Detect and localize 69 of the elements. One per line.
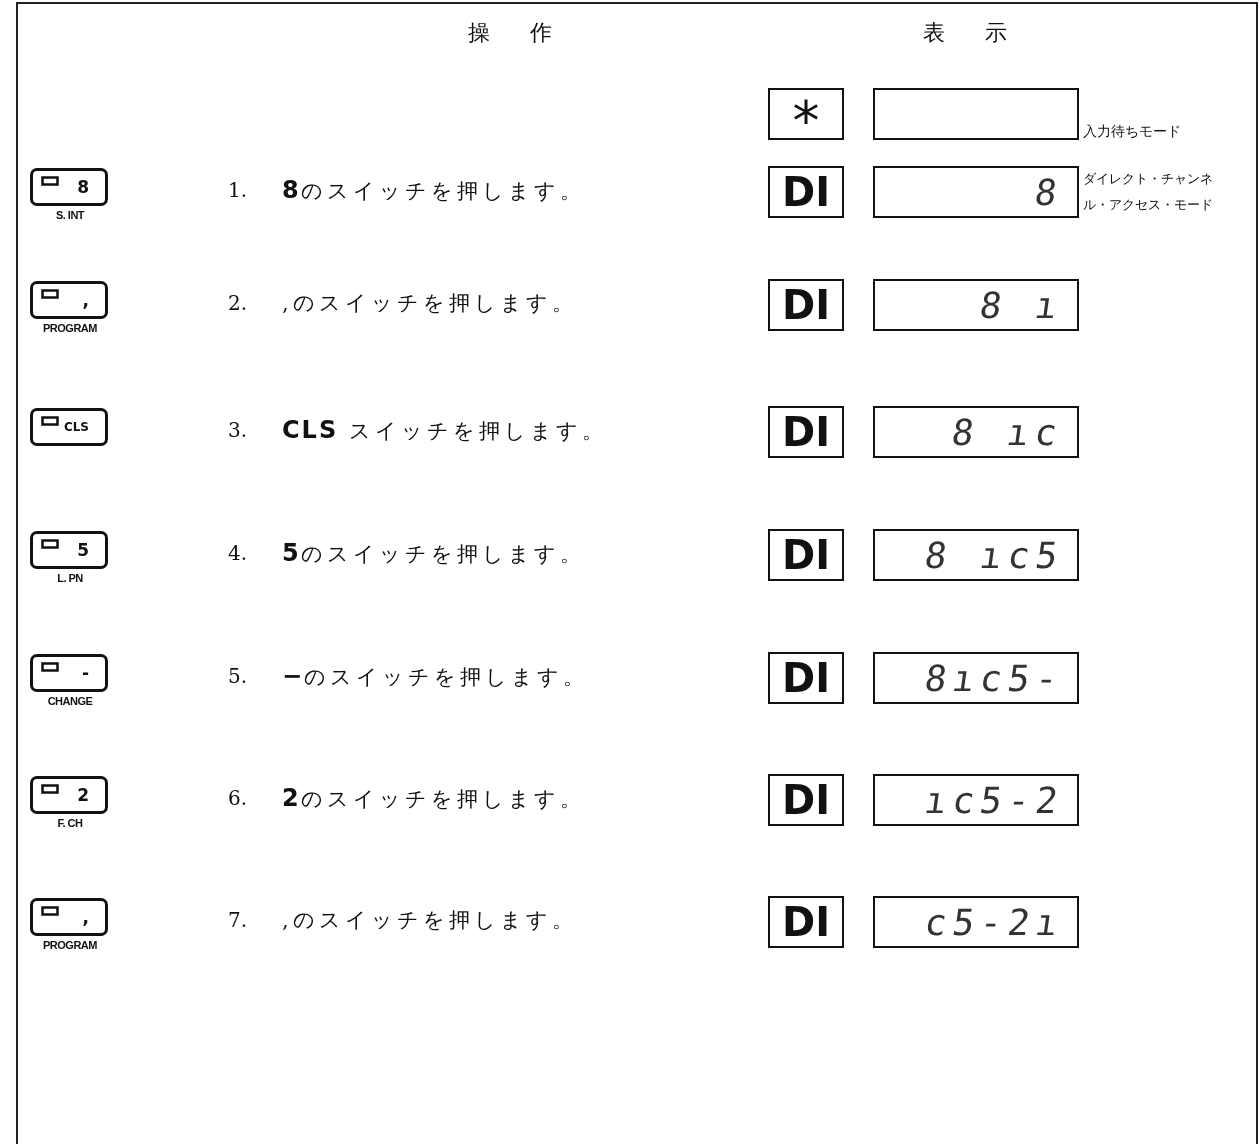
step-number: 7. [228,908,248,932]
step-instruction: −のスイッチを押します。 [282,662,589,691]
mode-caption: 入力待ちモード [1083,122,1182,141]
display-readout: 8 ı [977,284,1066,326]
display-panel [873,774,1079,826]
key-label: 2 [77,785,89,805]
mode-symbol: * [792,94,820,148]
key-switch [30,531,108,569]
step-instruction: 2のスイッチを押します。 [282,784,585,813]
key-switch [30,168,108,206]
display-panel [873,896,1079,948]
mode-indicator [768,88,844,140]
mode-indicator [768,529,844,581]
mode-caption: ダイレクト・チャンネル・アクセス・モード [1083,170,1214,214]
key-switch [30,898,108,936]
key-name: CHANGE [46,695,94,707]
display-readout: 8 [1032,171,1066,213]
mode-indicator [768,279,844,331]
step-number: 1. [228,178,248,202]
step-instruction: ,のスイッチを押します。 [282,907,577,934]
key-name: PROGRAM [42,322,98,334]
display-readout: c5-2ı [921,901,1066,943]
mode-symbol: DI [781,780,831,820]
mode-indicator [768,652,844,704]
step-instruction: 5のスイッチを押します。 [282,539,585,568]
display-readout: 8 ıc [949,411,1066,453]
key-switch [30,281,108,319]
mode-symbol: DI [781,285,831,325]
key-name: S. INT [54,209,86,221]
key-switch [30,654,108,692]
mode-symbol: DI [781,902,831,942]
column-heading: 操作 [467,19,593,47]
mode-symbol: DI [781,412,831,452]
key-label: , [82,907,89,927]
display-readout: 8 ıc5 [921,534,1066,576]
display-readout: ıc5-2 [921,779,1066,821]
step-number: 2. [228,291,248,315]
mode-indicator [768,896,844,948]
mode-indicator [768,774,844,826]
display-panel [873,166,1079,218]
mode-symbol: DI [781,658,831,698]
key-name: L. PN [56,572,84,584]
key-label: 8 [77,177,89,197]
key-switch [30,408,108,446]
step-number: 4. [228,541,248,565]
display-readout: 8ıc5- [921,657,1066,699]
key-label: CLS [63,420,89,434]
key-name: PROGRAM [42,939,98,951]
step-number: 3. [228,418,248,442]
key-label: , [82,290,89,310]
step-instruction: ,のスイッチを押します。 [282,290,577,317]
mode-symbol: DI [781,535,831,575]
key-label: - [81,663,89,683]
display-panel [873,88,1079,140]
display-panel [873,279,1079,331]
mode-symbol: DI [781,172,831,212]
step-number: 5. [228,664,248,688]
key-label: 5 [77,540,89,560]
display-panel [873,406,1079,458]
mode-indicator [768,406,844,458]
mode-indicator [768,166,844,218]
display-panel [873,529,1079,581]
display-panel [873,652,1079,704]
key-name: F. CH [56,817,84,829]
column-heading: 表示 [922,19,1048,47]
key-switch [30,776,108,814]
step-number: 6. [228,786,248,810]
step-instruction: 8のスイッチを押します。 [282,176,585,205]
step-instruction: CLS スイッチを押します。 [282,416,607,445]
